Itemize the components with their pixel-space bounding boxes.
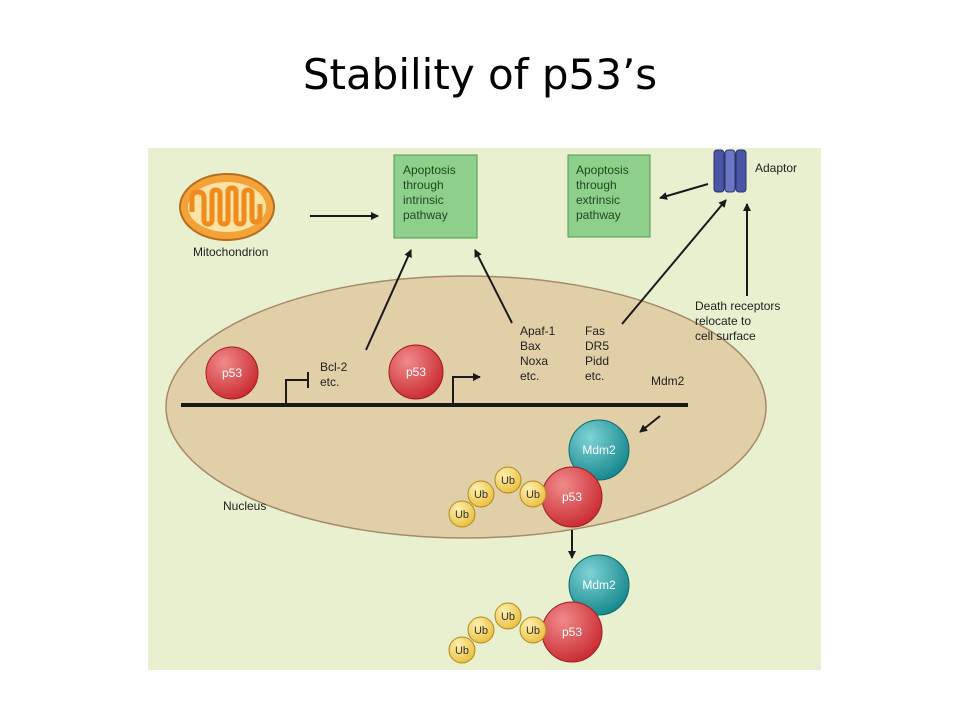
bcl2-label: Bcl-2 etc. [320, 360, 351, 389]
ub-2-lower [467, 616, 495, 644]
mdm2-label-lower: Mdm2 [582, 578, 616, 592]
ub-4-lower-label: Ub [455, 645, 469, 657]
ub-4-upper [448, 500, 476, 528]
p53-label-lower: p53 [562, 625, 582, 639]
fas-line-1: Fas [585, 324, 605, 338]
arrow-adaptor-to-extrinsic [659, 183, 709, 200]
ub-3-upper [519, 480, 547, 508]
apaf1-gene-list: Apaf-1 Bax Noxa etc. [520, 324, 559, 383]
mdm2-label-upper: Mdm2 [582, 443, 616, 457]
p53-label-middle: p53 [406, 365, 426, 379]
death-receptors-line-2: relocate to [695, 314, 751, 328]
ub-1-upper [494, 466, 522, 494]
ubiquitinated-complex-lower: Mdm2 p53 Ub Ub Ub Ub [448, 554, 630, 664]
fas-line-3: Pidd [585, 354, 609, 368]
fas-gene-list: Fas DR5 Pidd etc. [585, 324, 612, 383]
arrow-bcl2-to-intrinsic [365, 249, 412, 351]
p53-label-left: p53 [222, 366, 242, 380]
extrinsic-line-2: through [576, 178, 617, 192]
apaf-line-3: Noxa [520, 354, 548, 368]
extrinsic-apoptosis-box [567, 154, 651, 238]
arrow-mdm2-to-complex [639, 415, 661, 433]
bcl2-line-1: Bcl-2 [320, 360, 348, 374]
intrinsic-line-2: through [403, 178, 444, 192]
adaptor-receptor-icon [713, 148, 747, 193]
repression-symbol [285, 379, 308, 403]
p53-pathway-diagram: Nucleus Mitochondrion Apoptosis through … [148, 148, 821, 670]
nucleus-label: Nucleus [223, 499, 266, 513]
bcl2-line-2: etc. [320, 375, 339, 389]
promoter-arrow [452, 373, 481, 403]
intrinsic-line-1: Apoptosis [403, 163, 456, 177]
apaf-line-2: Bax [520, 339, 541, 353]
ub-2-upper [467, 480, 495, 508]
mdm2-gene-label: Mdm2 [651, 374, 685, 388]
ubiquitinated-complex-upper: Mdm2 p53 Ub Ub Ub Ub [448, 419, 630, 528]
extrinsic-line-3: extrinsic [576, 193, 620, 207]
p53-protein-left [205, 346, 259, 400]
mitochondrion-label: Mitochondrion [193, 245, 268, 259]
intrinsic-line-3: intrinsic [403, 193, 444, 207]
extrinsic-line-1: Apoptosis [576, 163, 629, 177]
mdm2-protein-upper [568, 419, 630, 481]
p53-label-upper: p53 [562, 490, 582, 504]
arrow-apaf-to-intrinsic [474, 249, 513, 324]
apaf-line-4: etc. [520, 369, 539, 383]
mdm2-protein-lower [568, 554, 630, 616]
slide-title: Stability of p53’s [302, 50, 658, 99]
ub-4-lower [448, 636, 476, 664]
mitochondrion-icon [179, 173, 275, 241]
ub-3-lower [519, 616, 547, 644]
apaf-line-1: Apaf-1 [520, 324, 556, 338]
ub-2-lower-label: Ub [474, 625, 488, 637]
ub-1-lower [494, 602, 522, 630]
ub-2-upper-label: Ub [474, 489, 488, 501]
intrinsic-box-text: Apoptosis through intrinsic pathway [403, 163, 459, 222]
ub-3-upper-label: Ub [526, 489, 540, 501]
ub-1-lower-label: Ub [501, 611, 515, 623]
ub-3-lower-label: Ub [526, 625, 540, 637]
fas-line-4: etc. [585, 369, 604, 383]
extrinsic-box-text: Apoptosis through extrinsic pathway [576, 163, 632, 222]
death-receptors-line-1: Death receptors [695, 299, 780, 313]
death-receptors-line-3: cell surface [695, 329, 756, 343]
p53-protein-middle [388, 344, 444, 400]
ub-1-upper-label: Ub [501, 475, 515, 487]
ub-4-upper-label: Ub [455, 509, 469, 521]
death-receptors-label: Death receptors relocate to cell surface [695, 299, 784, 343]
extrinsic-line-4: pathway [576, 208, 621, 222]
adaptor-label: Adaptor [755, 161, 797, 175]
intrinsic-apoptosis-box [393, 154, 478, 239]
arrow-fas-to-adaptor [621, 199, 727, 325]
fas-line-2: DR5 [585, 339, 609, 353]
intrinsic-line-4: pathway [403, 208, 448, 222]
